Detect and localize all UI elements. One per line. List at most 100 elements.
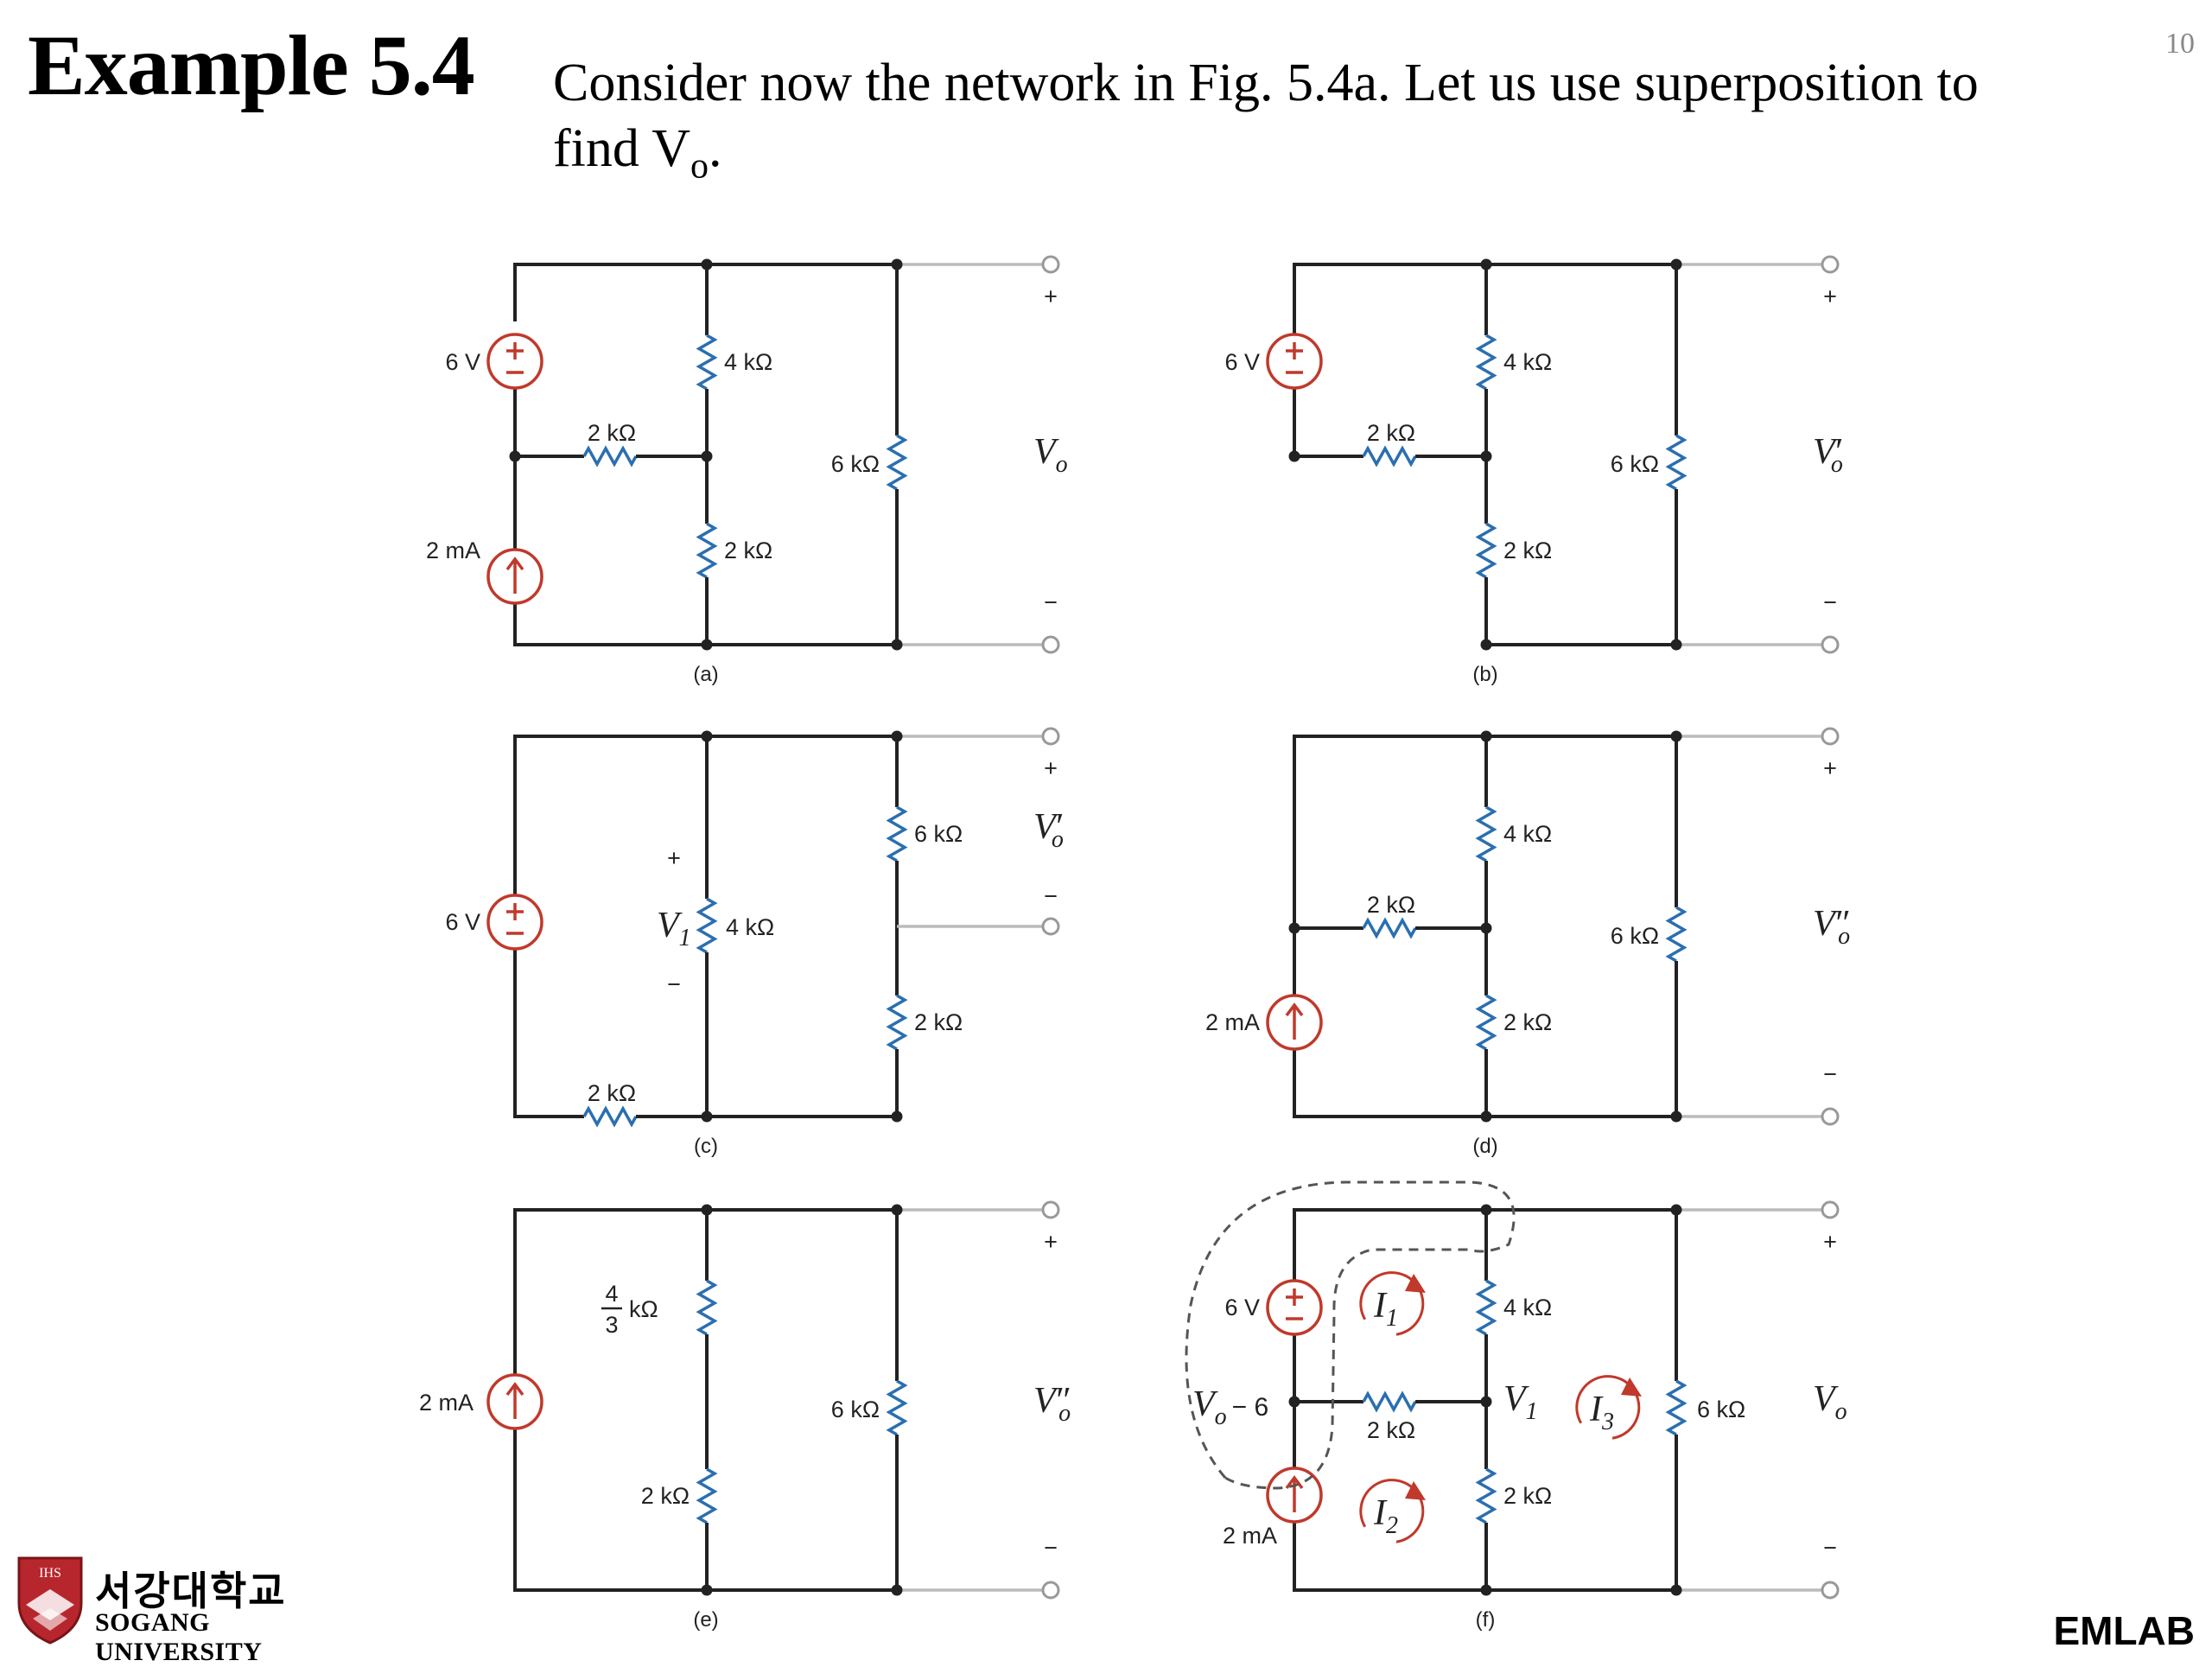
node-voltage-label: V1 [1503, 1379, 1538, 1425]
mesh-loop-icon [1359, 1479, 1425, 1543]
source-value-label: 2 mA [419, 1390, 474, 1416]
resistor-label: 6 kΩ [914, 821, 963, 847]
mesh-current-label: I1 [1373, 1286, 1398, 1332]
slide-title: Example 5.4 [28, 17, 475, 113]
voltage-source-icon [1266, 333, 1323, 390]
source-value-label: 6 V [1224, 1295, 1260, 1320]
circuit-a: 6 V2 mA2 kΩ4 kΩ2 kΩ6 kΩ+−Vo(a) [426, 255, 1068, 686]
resistor-symbol [582, 445, 638, 468]
resistor-symbol [696, 1467, 718, 1524]
source-value-label: 2 mA [426, 538, 480, 563]
polarity-plus: + [1044, 283, 1058, 309]
resistor-label: 2 kΩ [1503, 538, 1552, 563]
wire [1293, 1523, 1676, 1592]
caption-a: (a) [693, 663, 718, 686]
resistor-label: 6 kΩ [831, 451, 880, 477]
resistor-symbol [1362, 445, 1417, 468]
resistor-symbol [886, 1379, 908, 1436]
polarity-minus: − [667, 971, 681, 997]
arrow-head [505, 557, 524, 571]
junction-dot [701, 258, 713, 270]
junction-dot [509, 450, 521, 462]
wire [1293, 1208, 1676, 1281]
junction-dot [1288, 450, 1300, 462]
resistor-label: 4 kΩ [724, 349, 772, 375]
wire [513, 603, 897, 646]
polarity-plus: + [1044, 1229, 1058, 1255]
junction-dot [891, 1584, 903, 1596]
resistor-symbol [696, 522, 718, 579]
supernode-boundary [1185, 1180, 1516, 1490]
resistor-symbol [1475, 805, 1497, 862]
source-value-label: 2 mA [1205, 1009, 1260, 1035]
junction-dot [1480, 258, 1492, 270]
node-voltage-label: V1 [657, 906, 691, 951]
logo-korean: 서강대학교 [95, 1568, 287, 1614]
supernode-voltage-label: Vo− 6 [1192, 1384, 1268, 1430]
polarity-plus: + [1044, 755, 1058, 781]
terminal [1041, 635, 1060, 654]
resistor-label: 6 kΩ [1697, 1397, 1745, 1422]
junction-dot [1670, 730, 1682, 742]
page-number: 10 [2165, 28, 2195, 60]
junction-dot [891, 1204, 903, 1216]
mesh-current-label: I3 [1589, 1390, 1614, 1435]
terminal [1041, 917, 1060, 936]
resistor-label: 2 kΩ [914, 1009, 963, 1035]
intro-line-2: find Vo. [553, 119, 722, 187]
junction-dot [1670, 1204, 1682, 1216]
caption-c: (c) [694, 1135, 718, 1158]
junction-dot [1670, 1584, 1682, 1596]
output-voltage-label: Vo [1813, 1379, 1847, 1425]
resistor-label: 2 kΩ [1503, 1009, 1552, 1035]
crest-icon: IHS [17, 1556, 83, 1645]
polarity-plus: + [1823, 283, 1837, 309]
source-value-label: 6 V [445, 909, 480, 935]
junction-dot [1288, 922, 1300, 934]
wire [1293, 735, 1676, 928]
resistor-label: 2 kΩ [588, 1080, 636, 1106]
junction-dot [1480, 1204, 1492, 1216]
resistor-label: 2 kΩ [1367, 1417, 1415, 1443]
circuit-d: 2 mA2 kΩ4 kΩ2 kΩ6 kΩ+−V″o(d) [1205, 727, 1850, 1158]
terminal [1821, 635, 1840, 654]
polarity-plus: + [1823, 755, 1837, 781]
loop-arrowhead [1405, 1481, 1426, 1500]
resistor-label: 2 kΩ [724, 538, 772, 563]
wire [513, 1208, 897, 1375]
voltage-source-icon [486, 894, 543, 951]
fraction-denominator: 3 [605, 1312, 618, 1338]
resistor-label: 6 kΩ [1611, 923, 1659, 949]
terminal [1041, 1581, 1060, 1600]
resistor-label: 4 kΩ [726, 914, 774, 940]
fraction-numerator: 4 [605, 1281, 618, 1307]
wire [513, 949, 584, 1118]
polarity-plus: + [1823, 1229, 1837, 1255]
resistor-symbol [886, 434, 908, 491]
polarity-minus: − [1044, 883, 1058, 909]
terminal [1821, 1581, 1840, 1600]
resistor-symbol [1665, 434, 1688, 491]
voltage-source-icon [1266, 1279, 1323, 1336]
loop-arrowhead [1621, 1378, 1642, 1397]
resistor-symbol [1665, 1379, 1688, 1436]
arrow-head [505, 1382, 524, 1397]
resistor-symbol [696, 334, 718, 391]
junction-dot [1670, 1110, 1682, 1123]
resistor-label: 4 kΩ [1503, 821, 1552, 847]
junction-dot [701, 639, 713, 651]
wire [1293, 263, 1676, 334]
resistor-symbol [1475, 334, 1497, 391]
output-voltage-label: V′o [1813, 432, 1843, 478]
source-value-label: 2 mA [1223, 1523, 1277, 1549]
junction-dot [1480, 1584, 1492, 1596]
svg-text:IHS: IHS [39, 1566, 61, 1581]
resistor-label: 2 kΩ [641, 1483, 690, 1509]
intro-text: Consider now the network in Fig. 5.4a. L… [553, 50, 2108, 199]
resistor-symbol [696, 1279, 718, 1336]
junction-dot [891, 639, 903, 651]
polarity-minus: − [1044, 1535, 1058, 1561]
terminal [1821, 1200, 1840, 1219]
resistor-label: 4 kΩ [1503, 349, 1552, 375]
